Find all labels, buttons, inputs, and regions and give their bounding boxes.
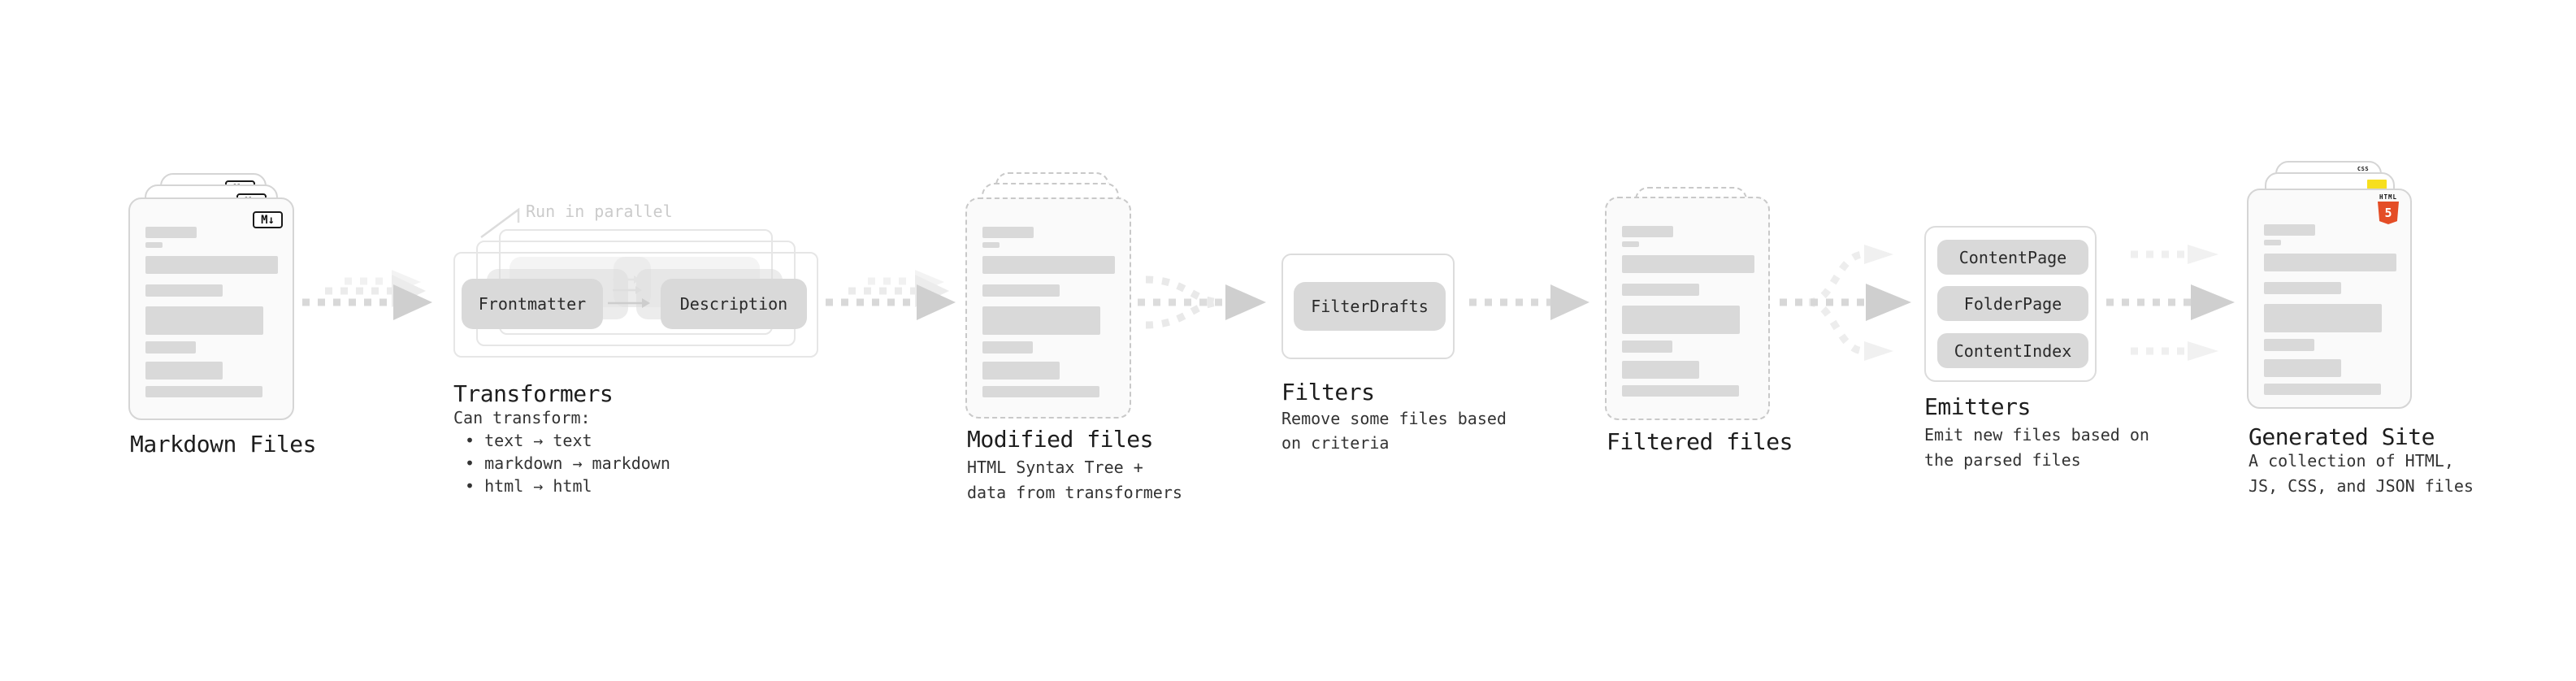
text-line-placeholder xyxy=(2264,359,2341,377)
transformer-layer-front xyxy=(453,252,818,358)
text-line-placeholder xyxy=(2264,254,2396,271)
text-line-placeholder xyxy=(145,306,263,335)
transform-bullet: • text → text xyxy=(465,431,592,450)
frontmatter-pill: Frontmatter xyxy=(462,279,603,329)
text-line-placeholder xyxy=(982,242,1000,248)
text-line-placeholder xyxy=(982,306,1100,335)
modified-file-card-front xyxy=(965,197,1131,419)
js-badge xyxy=(2367,180,2387,190)
transformers-description: Can transform: • text → text • markdown … xyxy=(453,406,670,497)
generated-site-subtitle: A collection of HTML, JS, CSS, and JSON … xyxy=(2249,449,2474,499)
arrows-emitters-to-generated xyxy=(2106,245,2235,361)
filterdrafts-pill: FilterDrafts xyxy=(1294,282,1446,331)
pill-flow-arrows xyxy=(608,275,650,308)
doc-text-placeholder xyxy=(145,227,278,397)
text-line-placeholder xyxy=(2264,384,2381,395)
subtitle-line: data from transformers xyxy=(967,483,1182,502)
transformers-title: Transformers xyxy=(453,380,614,407)
text-line-placeholder xyxy=(982,362,1060,380)
text-line-placeholder xyxy=(2264,240,2281,245)
subtitle-line: Emit new files based on xyxy=(1924,425,2149,445)
html5-icon-word: HTML xyxy=(2379,193,2398,201)
text-line-placeholder xyxy=(1622,241,1639,247)
text-line-placeholder xyxy=(145,227,197,238)
text-line-placeholder xyxy=(1622,226,1673,237)
markdown-files-title: Markdown Files xyxy=(130,431,317,458)
text-line-placeholder xyxy=(2264,224,2315,236)
text-line-placeholder xyxy=(1622,385,1739,397)
note-connector-line xyxy=(480,207,520,239)
subtitle-line: Remove some files based xyxy=(1281,409,1507,428)
text-line-placeholder xyxy=(2264,304,2382,332)
arrow-filters-to-filtered xyxy=(1469,284,1589,320)
modified-files-subtitle: HTML Syntax Tree + data from transformer… xyxy=(967,455,1182,505)
contentpage-pill: ContentPage xyxy=(1937,240,2088,275)
emitters-panel: ContentPage FolderPage ContentIndex xyxy=(1924,226,2097,382)
arrow-split-filtered-to-emitters xyxy=(1780,245,1911,361)
generated-site-title: Generated Site xyxy=(2249,423,2435,450)
transform-bullet: • markdown → markdown xyxy=(465,453,670,473)
text-line-placeholder xyxy=(982,386,1099,397)
text-line-placeholder xyxy=(2264,339,2314,351)
generated-file-card-html: HTML 5 xyxy=(2247,189,2412,409)
text-line-placeholder xyxy=(1622,255,1754,273)
contentindex-pill: ContentIndex xyxy=(1937,333,2088,368)
subtitle-line: JS, CSS, and JSON files xyxy=(2249,476,2474,496)
text-line-placeholder xyxy=(145,284,223,297)
doc-text-placeholder xyxy=(982,227,1115,397)
text-line-placeholder xyxy=(1622,306,1740,334)
emitters-title: Emitters xyxy=(1924,393,2031,420)
text-line-placeholder xyxy=(145,362,223,380)
doc-text-placeholder xyxy=(2264,224,2396,395)
subtitle-line: the parsed files xyxy=(1924,450,2081,470)
subtitle-line: A collection of HTML, xyxy=(2249,451,2454,471)
html5-icon: HTML 5 xyxy=(2375,193,2401,224)
css-badge-label: CSS xyxy=(2357,166,2370,172)
text-line-placeholder xyxy=(1622,340,1672,353)
filters-subtitle: Remove some files based on criteria xyxy=(1281,406,1507,455)
description-pill: Description xyxy=(661,279,807,329)
filters-title: Filters xyxy=(1281,379,1375,406)
subtitle-line: on criteria xyxy=(1281,433,1390,453)
markdown-file-card-front: M↓ xyxy=(128,197,294,420)
arrow-markdown-to-transformers xyxy=(302,270,432,320)
arrow-merge-modified-to-filters xyxy=(1138,275,1266,329)
filters-panel: FilterDrafts xyxy=(1281,254,1455,359)
emitters-subtitle: Emit new files based on the parsed files xyxy=(1924,423,2149,473)
run-in-parallel-note: Run in parallel xyxy=(526,202,673,221)
text-line-placeholder xyxy=(2264,282,2341,294)
arrow-transformers-to-modified xyxy=(826,270,956,320)
text-line-placeholder xyxy=(145,242,163,248)
transform-bullet: • html → html xyxy=(465,476,592,496)
html5-icon-shield: 5 xyxy=(2378,202,2399,224)
folderpage-pill: FolderPage xyxy=(1937,286,2088,321)
filtered-file-card-front xyxy=(1605,197,1770,420)
text-line-placeholder xyxy=(982,227,1034,238)
text-line-placeholder xyxy=(982,256,1115,274)
text-line-placeholder xyxy=(982,341,1033,354)
modified-files-title: Modified files xyxy=(967,426,1154,453)
doc-text-placeholder xyxy=(1622,226,1754,397)
subtitle-line: HTML Syntax Tree + xyxy=(967,458,1143,477)
text-line-placeholder xyxy=(1622,361,1699,379)
html5-icon-number: 5 xyxy=(2384,206,2392,220)
text-line-placeholder xyxy=(1622,284,1699,296)
text-line-placeholder xyxy=(982,284,1060,297)
markdown-icon: M↓ xyxy=(253,211,283,228)
text-line-placeholder xyxy=(145,256,278,274)
text-line-placeholder xyxy=(145,341,196,354)
text-line-placeholder xyxy=(145,386,262,397)
can-transform-heading: Can transform: xyxy=(453,408,591,427)
filtered-files-title: Filtered files xyxy=(1607,428,1793,455)
